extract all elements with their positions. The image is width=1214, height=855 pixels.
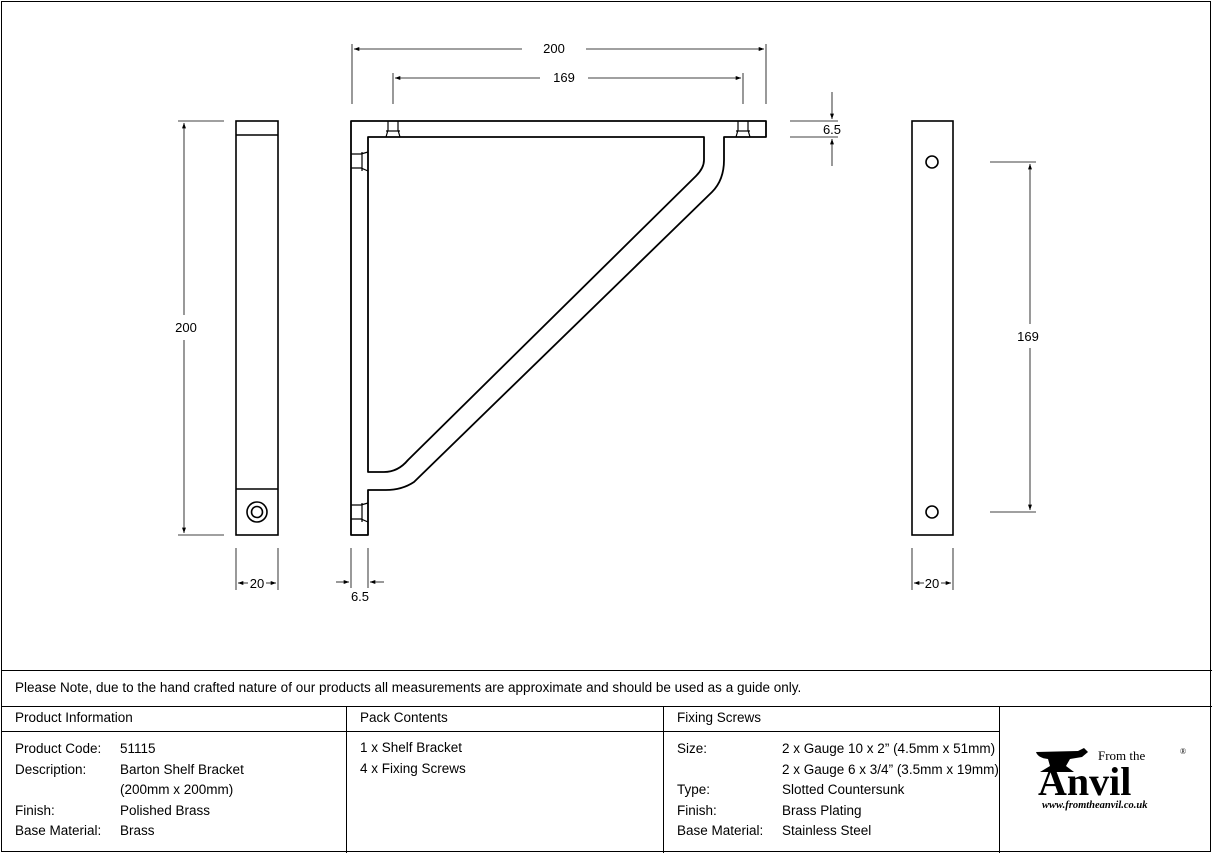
screw-hole-icon	[246, 501, 268, 523]
column-divider	[346, 706, 347, 853]
mounting-hole-icon	[925, 505, 939, 519]
screw-size-label-cont	[677, 760, 763, 781]
finish-value: Polished Brass	[120, 802, 211, 818]
base-material-value: Brass	[120, 823, 155, 838]
screw-finish-value: Brass Plating	[782, 802, 862, 818]
side-view	[235, 120, 279, 536]
screw-base-material-label: Base Material:	[677, 823, 764, 838]
product-info-header: Product Information	[15, 710, 133, 725]
screw-size-label: Size:	[677, 741, 708, 756]
header-divider	[1, 731, 1000, 732]
svg-text:From the: From the	[1098, 748, 1146, 763]
from-the-anvil-logo: From the ® Anvil www.fromtheanvil.co.uk	[1036, 747, 1186, 811]
front-width-label: 200	[543, 41, 565, 56]
screw-size-value: 2 x Gauge 10 x 2” (4.5mm x 51mm)	[782, 741, 996, 756]
front-thickness-left-label: 6.5	[351, 589, 369, 604]
front-screw-details	[351, 121, 751, 523]
anvil-icon	[1036, 748, 1088, 772]
column-divider	[663, 706, 664, 853]
technical-drawing: 200 20 200 169 6.5	[175, 41, 1039, 604]
svg-text:®: ®	[1180, 747, 1186, 756]
front-thickness-left-dimension	[336, 548, 384, 588]
product-info-values: 51115 Barton Shelf Bracket (200mm x 200m…	[120, 739, 244, 842]
pack-contents-header: Pack Contents	[360, 710, 448, 725]
logo-url: www.fromtheanvil.co.uk	[1042, 800, 1148, 811]
base-material-label: Base Material:	[15, 823, 102, 838]
table-top-border	[1, 670, 1212, 671]
screw-type-value: Slotted Countersunk	[782, 782, 905, 797]
product-code-label: Product Code:	[15, 741, 102, 756]
mounting-hole-icon	[925, 155, 939, 169]
screw-type-label: Type:	[677, 782, 711, 797]
back-hole-spacing-dimension	[990, 161, 1036, 513]
side-height-dimension	[178, 120, 224, 536]
fixing-screws-header: Fixing Screws	[677, 710, 762, 725]
product-info-labels: Product Code: Description: Finish: Base …	[15, 739, 101, 842]
description-value: Barton Shelf Bracket	[120, 761, 244, 777]
finish-label: Finish:	[15, 802, 55, 818]
side-height-label: 200	[175, 320, 197, 335]
description-label-cont	[15, 780, 101, 801]
back-view	[911, 120, 954, 536]
side-width-dimension	[235, 548, 279, 590]
front-thickness-top-label: 6.5	[823, 122, 841, 137]
screw-finish-label: Finish:	[677, 802, 717, 818]
note-divider	[1, 706, 1212, 707]
back-hole-spacing-label: 169	[1017, 329, 1039, 344]
front-view	[350, 120, 767, 536]
side-width-label: 20	[250, 576, 264, 591]
description-label: Description:	[15, 761, 87, 777]
front-hole-spacing-label: 169	[553, 70, 575, 85]
measurement-note: Please Note, due to the hand crafted nat…	[15, 680, 802, 695]
fixing-screws-labels: Size: Type: Finish: Base Material:	[677, 739, 763, 842]
front-thickness-top-dimension	[790, 92, 838, 166]
back-width-dimension	[911, 548, 954, 590]
screw-base-material-value: Stainless Steel	[782, 823, 872, 838]
pack-item: 1 x Shelf Bracket	[360, 740, 463, 755]
description-size-value: (200mm x 200mm)	[120, 782, 234, 797]
front-width-dimension	[351, 44, 767, 104]
screw-size-value-2: 2 x Gauge 6 x 3/4” (3.5mm x 19mm)	[782, 761, 999, 777]
product-code-value: 51115	[120, 741, 156, 756]
column-divider	[999, 706, 1000, 853]
anvil-wordmark: Anvil	[1038, 759, 1131, 804]
pack-item: 4 x Fixing Screws	[360, 760, 466, 776]
fixing-screws-values: 2 x Gauge 10 x 2” (4.5mm x 51mm) 2 x Gau…	[782, 739, 999, 842]
back-width-label: 20	[925, 576, 939, 591]
pack-contents-list: 1 x Shelf Bracket 4 x Fixing Screws	[360, 738, 466, 779]
